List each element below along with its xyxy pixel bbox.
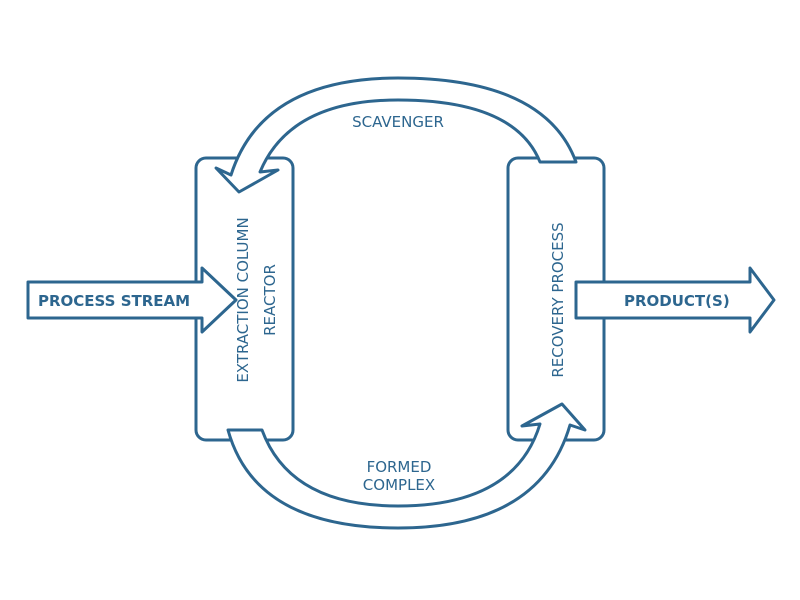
scavenger-arrow: [214, 76, 578, 194]
formed-complex-label-line1: FORMED: [367, 458, 432, 476]
extraction-reactor-label: EXTRACTION COLUMN REACTOR: [234, 217, 279, 382]
process-stream-arrow: [26, 266, 238, 334]
process-stream-label: PROCESS STREAM: [38, 292, 190, 310]
products-label: PRODUCT(S): [624, 292, 730, 310]
recovery-process-label-text: RECOVERY PROCESS: [549, 222, 567, 377]
formed-complex-arrow: [226, 402, 587, 530]
extraction-reactor-label-line2: REACTOR: [261, 264, 279, 336]
extraction-reactor-label-line1: EXTRACTION COLUMN: [234, 217, 252, 382]
products-arrow: [574, 266, 776, 334]
formed-complex-label-line2: COMPLEX: [363, 476, 435, 494]
scavenger-label: SCAVENGER: [352, 113, 444, 131]
recovery-process-label: RECOVERY PROCESS: [549, 222, 567, 377]
